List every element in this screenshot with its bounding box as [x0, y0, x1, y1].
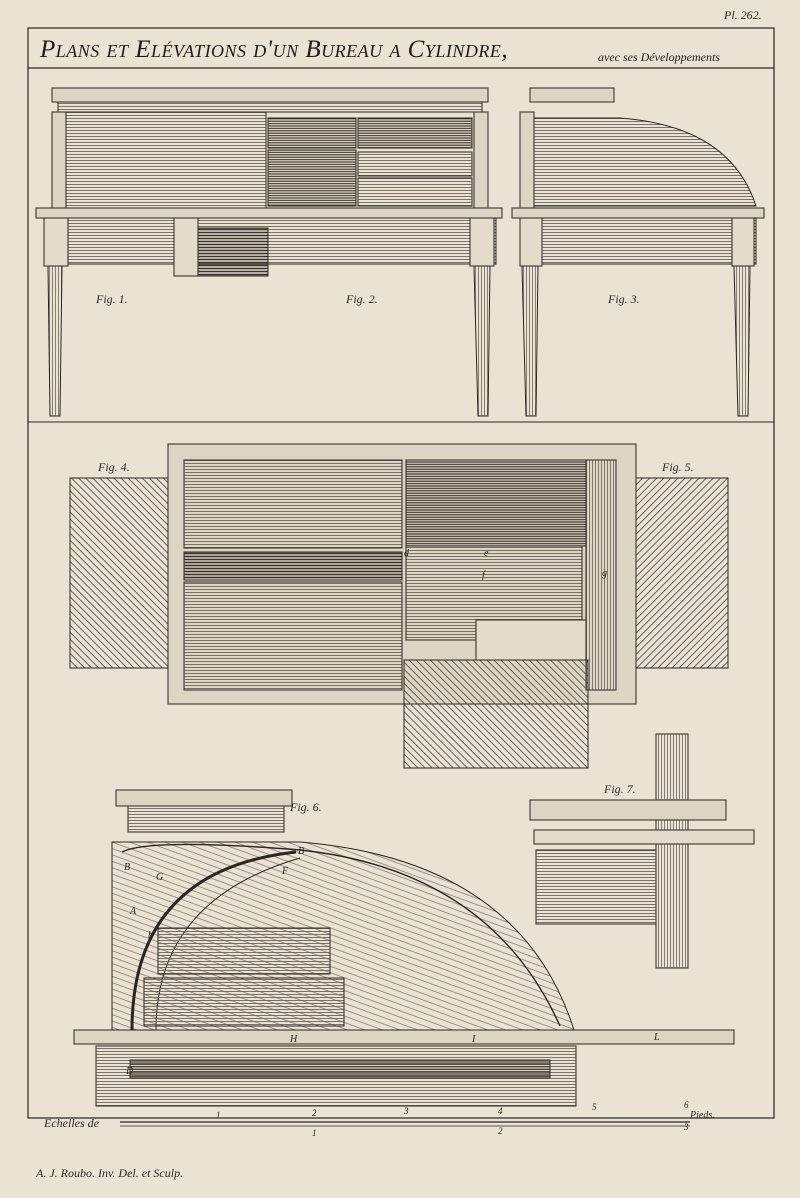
letter-I: I: [472, 1034, 476, 1045]
plate-title: Plans et Elévations d'un Bureau a Cylind…: [40, 36, 509, 63]
scale-unit: Pieds.: [690, 1110, 715, 1121]
fig4-label: Fig. 4.: [98, 460, 130, 474]
letter-B-right: B: [298, 846, 305, 857]
letter-g: g: [602, 568, 607, 579]
plate-number: Pl. 262.: [724, 8, 762, 22]
scale-tick-top-1: 1: [216, 1110, 221, 1120]
letter-A: A: [130, 906, 137, 917]
letter-f: f: [482, 570, 485, 581]
scale-label: Echelles de: [44, 1116, 99, 1130]
scale-tick-top-6: 6: [684, 1100, 689, 1110]
letter-B-left: B: [124, 862, 131, 873]
scale-tick-top-4: 4: [498, 1106, 503, 1116]
plate-subtitle: avec ses Développements: [598, 50, 720, 64]
fig3-label: Fig. 3.: [608, 292, 640, 306]
letter-e: e: [484, 548, 489, 559]
scale-tick-bottom-2: 2: [498, 1126, 503, 1136]
scale-tick-bottom-3: 3: [684, 1122, 689, 1132]
fig1-label: Fig. 1.: [96, 292, 128, 306]
fig7-label: Fig. 7.: [604, 782, 636, 796]
letter-L: L: [654, 1032, 660, 1043]
letter-d: d: [404, 548, 409, 559]
scale-tick-top-3: 3: [404, 1106, 409, 1116]
scale-tick-top-2: 2: [312, 1108, 317, 1118]
letter-H: H: [290, 1034, 298, 1045]
fig6-label: Fig. 6.: [290, 800, 322, 814]
scale-tick-bottom-1: 1: [312, 1128, 317, 1138]
letter-D: D: [126, 1066, 134, 1077]
engraver-credit: A. J. Roubo. Inv. Del. et Sculp.: [36, 1166, 184, 1180]
letter-b: b: [148, 930, 153, 941]
letter-F: F: [282, 866, 289, 877]
scale-tick-top-5: 5: [592, 1102, 597, 1112]
letter-G: G: [156, 872, 164, 883]
fig2-label: Fig. 2.: [346, 292, 378, 306]
fig5-label: Fig. 5.: [662, 460, 694, 474]
